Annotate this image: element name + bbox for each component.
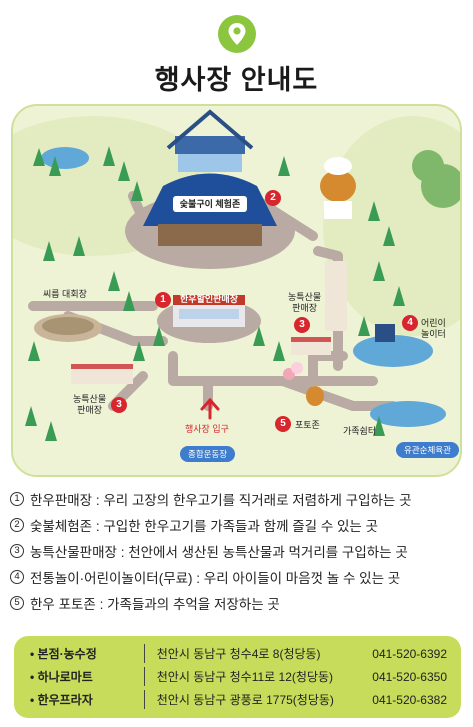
store-row: • 한우프라자 천안시 동남구 광풍로 1775(청당동) 041-520-63… — [28, 688, 447, 711]
divider — [143, 644, 145, 663]
label-playground: 어린이 놀이터 — [421, 318, 446, 339]
legend-number: 2 — [10, 518, 24, 532]
badge-bbq-zone: 2 — [265, 190, 281, 206]
label-entrance: 행사장 입구 — [185, 424, 229, 434]
legend-number: 3 — [10, 544, 24, 558]
event-map: 숯불구이 체험존 한우할인판매장 씨름 대회장 농특산물 판매장 농특산물 판매… — [11, 104, 462, 477]
store-info-box: • 본점·농수정 천안시 동남구 청수4로 8(청당동) 041-520-639… — [14, 636, 461, 718]
store-row: • 본점·농수정 천안시 동남구 청수4로 8(청당동) 041-520-639… — [28, 642, 447, 665]
store-row: • 하나로마트 천안시 동남구 청수11로 12(청당동) 041-520-63… — [28, 665, 447, 688]
map-illustration — [13, 109, 460, 441]
store-phone[interactable]: 041-520-6392 — [372, 646, 447, 661]
legend-number: 1 — [10, 492, 24, 506]
header: 행사장 안내도 — [0, 0, 473, 100]
label-sports-field: 종합운동장 — [180, 446, 236, 462]
store-phone[interactable]: 041-520-6350 — [372, 669, 447, 684]
legend-text: 한우 포토존 : 가족들과의 추억을 저장하는 곳 — [30, 597, 280, 612]
badge-hanwoo-shop: 1 — [155, 292, 171, 308]
label-ssireum: 씨름 대회장 — [43, 289, 87, 299]
badge-photo-zone: 5 — [275, 416, 291, 432]
label-hanwoo-shop: 한우할인판매장 — [180, 294, 238, 304]
legend-number: 4 — [10, 570, 24, 584]
store-name: • 하나로마트 — [30, 670, 93, 684]
label-farm-market-left: 농특산물 판매장 — [73, 394, 107, 415]
store-address: 천안시 동남구 청수4로 8(청당동) — [156, 647, 321, 661]
legend-number: 5 — [10, 596, 24, 610]
store-phone[interactable]: 041-520-6382 — [372, 692, 447, 707]
legend-text: 전통놀이·어린이놀이터(무료) : 우리 아이들이 마음껏 놀 수 있는 곳 — [30, 571, 401, 586]
label-bbq-zone: 숯불구이 체험존 — [179, 199, 241, 209]
legend-item: 4 전통놀이·어린이놀이터(무료) : 우리 아이들이 마음껏 놀 수 있는 곳 — [10, 564, 465, 590]
badge-playground: 4 — [402, 315, 418, 331]
store-address: 천안시 동남구 광풍로 1775(청당동) — [156, 693, 334, 707]
legend-item: 2 숯불체험존 : 구입한 한우고기를 가족들과 함께 즐길 수 있는 곳 — [10, 512, 465, 538]
label-photo-zone: 포토존 — [295, 420, 320, 430]
legend-item: 1 한우판매장 : 우리 고장의 한우고기를 직거래로 저렴하게 구입하는 곳 — [10, 486, 465, 512]
store-name: • 한우프라자 — [30, 693, 93, 707]
store-name: • 본점·농수정 — [30, 647, 97, 661]
location-pin-icon — [218, 15, 256, 53]
legend-item: 5 한우 포토존 : 가족들과의 추억을 저장하는 곳 — [10, 590, 465, 616]
badge-farm-market-left: 3 — [111, 397, 127, 413]
legend-text: 농특산물판매장 : 천안에서 생산된 농특산물과 먹거리를 구입하는 곳 — [30, 545, 408, 560]
label-farm-market-right: 농특산물 판매장 — [288, 292, 322, 313]
page-title: 행사장 안내도 — [154, 65, 319, 95]
label-rest-area: 가족쉼터 — [343, 426, 377, 436]
divider — [143, 667, 145, 686]
legend: 1 한우판매장 : 우리 고장의 한우고기를 직거래로 저렴하게 구입하는 곳 … — [10, 486, 465, 616]
label-gym: 유관순체육관 — [396, 442, 459, 458]
store-address: 천안시 동남구 청수11로 12(청당동) — [156, 670, 334, 684]
divider — [143, 690, 145, 709]
badge-farm-market-right: 3 — [294, 317, 310, 333]
legend-text: 숯불체험존 : 구입한 한우고기를 가족들과 함께 즐길 수 있는 곳 — [30, 519, 379, 534]
legend-text: 한우판매장 : 우리 고장의 한우고기를 직거래로 저렴하게 구입하는 곳 — [30, 493, 412, 508]
legend-item: 3 농특산물판매장 : 천안에서 생산된 농특산물과 먹거리를 구입하는 곳 — [10, 538, 465, 564]
